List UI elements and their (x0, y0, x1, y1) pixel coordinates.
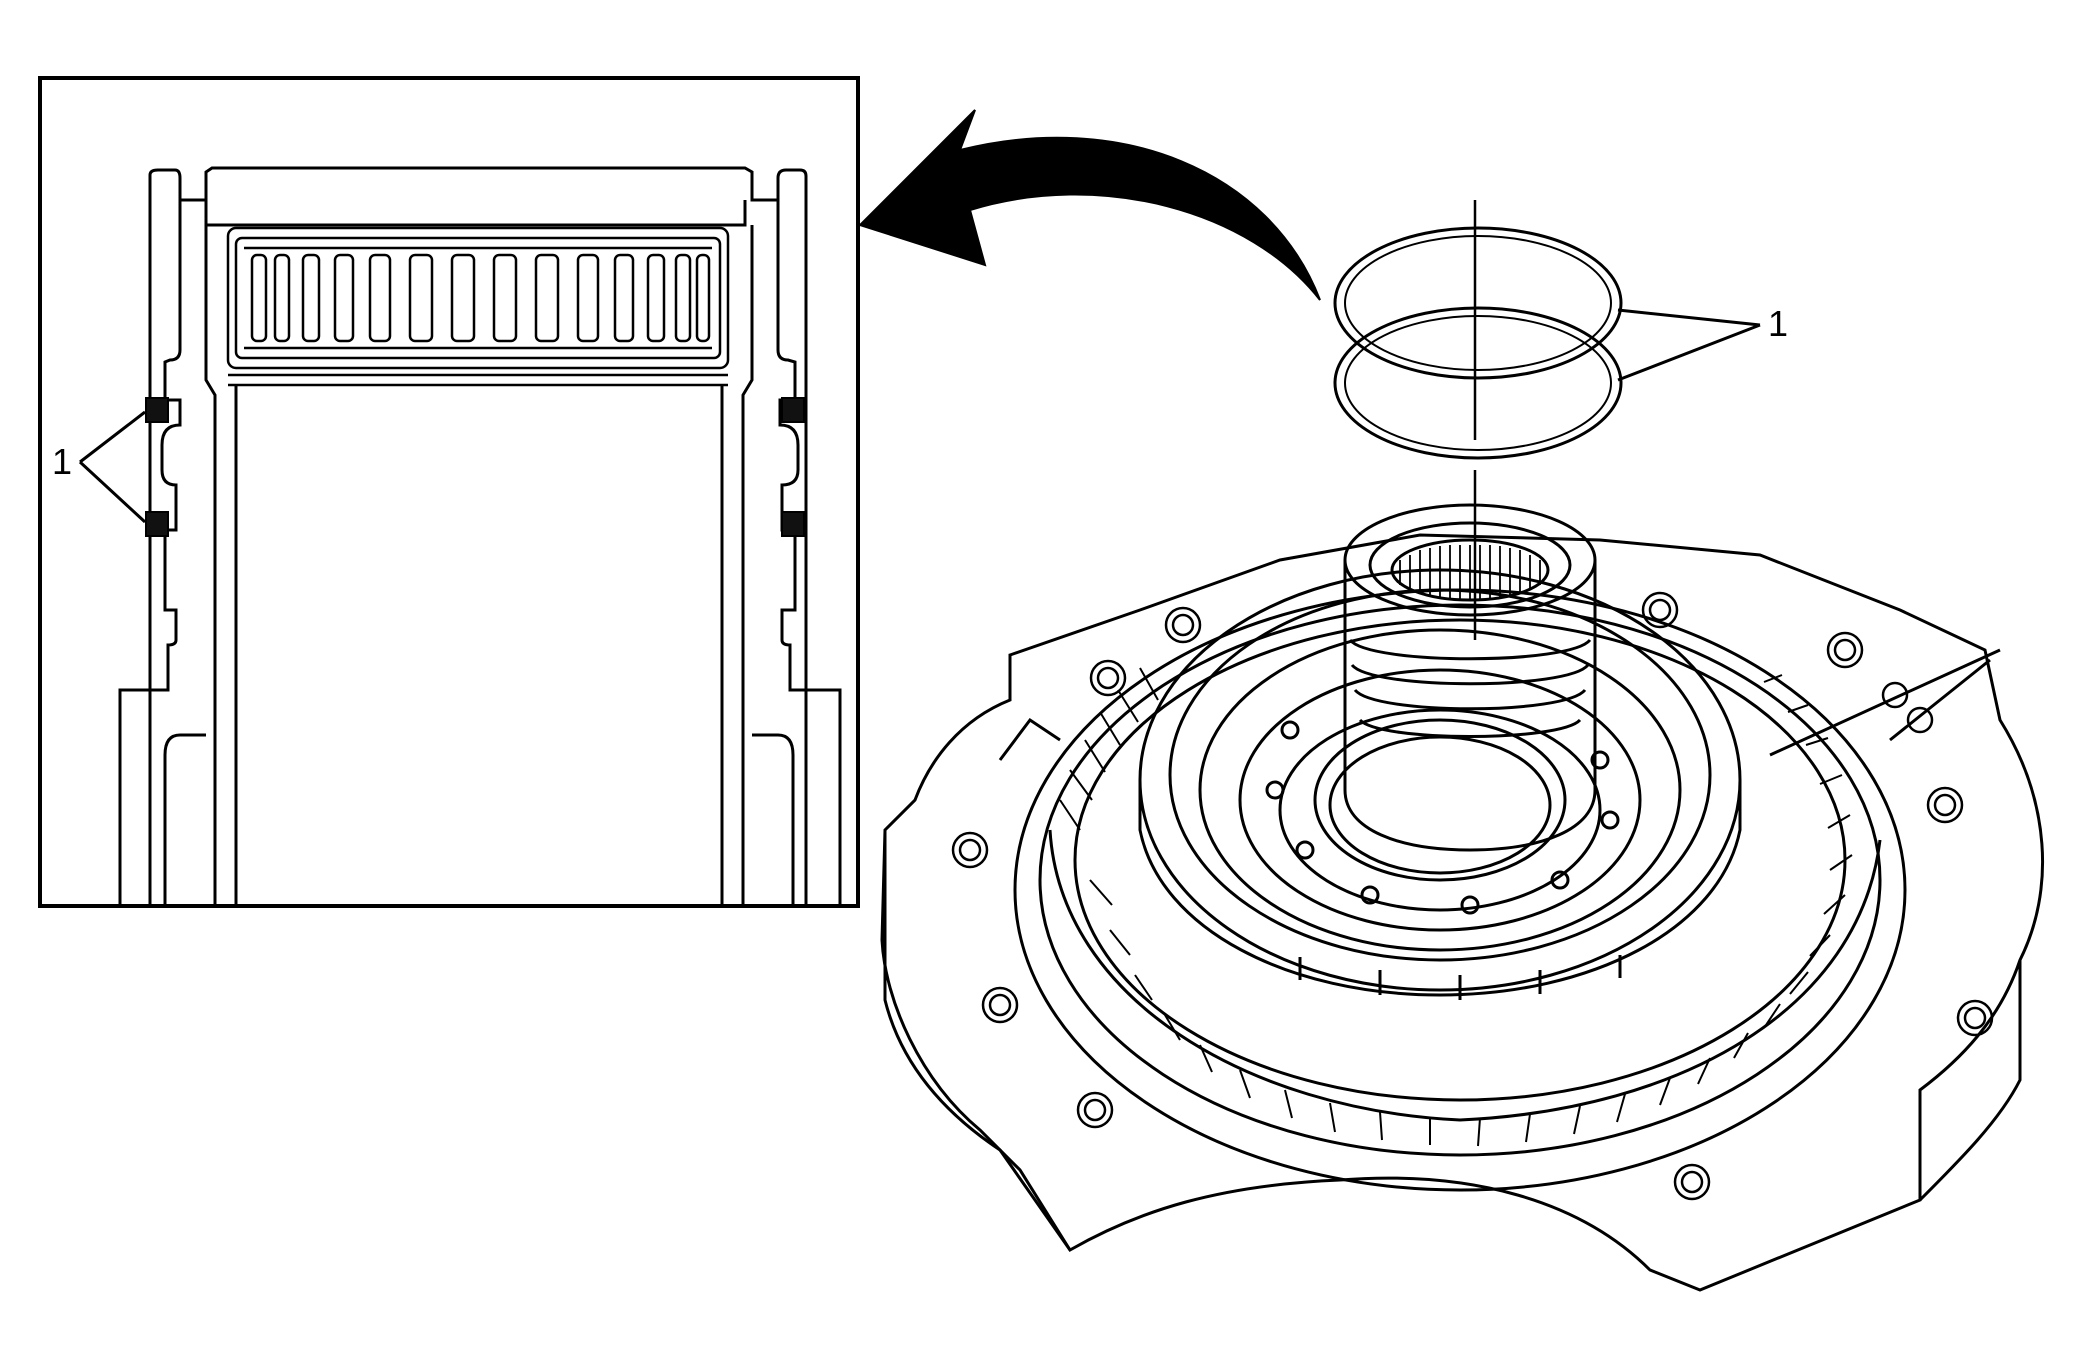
inset-detail-view (38, 76, 860, 908)
inset-housing-top (148, 166, 808, 906)
inset-housing-inner-top (204, 200, 747, 227)
main-callout-leader (1617, 308, 1761, 382)
clutch-drum (1138, 568, 1742, 1000)
ring-gear (1013, 588, 1907, 1192)
gear-teeth (1059, 667, 1853, 1147)
needle-bearing (226, 226, 730, 387)
curved-arrow-icon (858, 109, 1321, 301)
seal-ring-upper (1333, 226, 1623, 380)
needle-bearing-rollers (1399, 545, 1541, 600)
inset-right-wall (776, 178, 842, 906)
shaft-tower (1343, 503, 1597, 852)
seal-ring-right-upper (781, 397, 805, 423)
hub-spline (1265, 718, 1620, 915)
gear-assembly (880, 503, 2045, 1292)
inset-callout-leader (78, 410, 147, 524)
inset-left-inner-wall (204, 225, 238, 906)
seal-ring-right-lower (781, 511, 805, 537)
seal-ring-left-upper (145, 397, 169, 423)
inset-callout-label: 1 (52, 441, 72, 482)
inset-right-inner-wall (720, 225, 754, 906)
main-callout-label: 1 (1768, 303, 1788, 344)
inset-frame (38, 76, 860, 908)
needle-rollers (250, 253, 711, 343)
tower-top (1343, 503, 1597, 617)
seal-rings-exploded (1333, 200, 1761, 640)
mounting-holes (951, 591, 1994, 1201)
seal-ring-left-lower (145, 511, 169, 537)
seal-ring-lower (1333, 306, 1623, 460)
base-plate (880, 533, 2045, 1292)
inset-left-wall (118, 178, 182, 906)
